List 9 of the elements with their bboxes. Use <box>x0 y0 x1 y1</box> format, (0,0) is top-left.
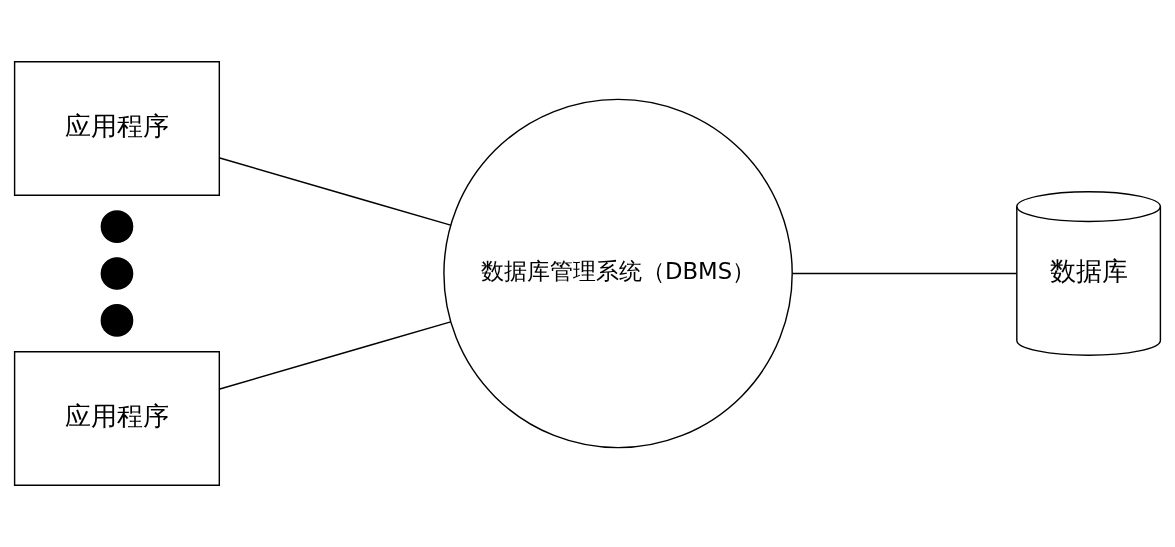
node-circle <box>100 210 134 243</box>
node-circle <box>100 304 134 337</box>
connector <box>219 321 452 390</box>
node-circle <box>100 257 134 290</box>
node-box: 应用程序 <box>13 351 220 486</box>
node-circle: 数据库管理系统（DBMS） <box>443 98 793 449</box>
connector <box>219 157 452 226</box>
node-box: 应用程序 <box>13 61 220 196</box>
connector <box>791 272 1018 275</box>
